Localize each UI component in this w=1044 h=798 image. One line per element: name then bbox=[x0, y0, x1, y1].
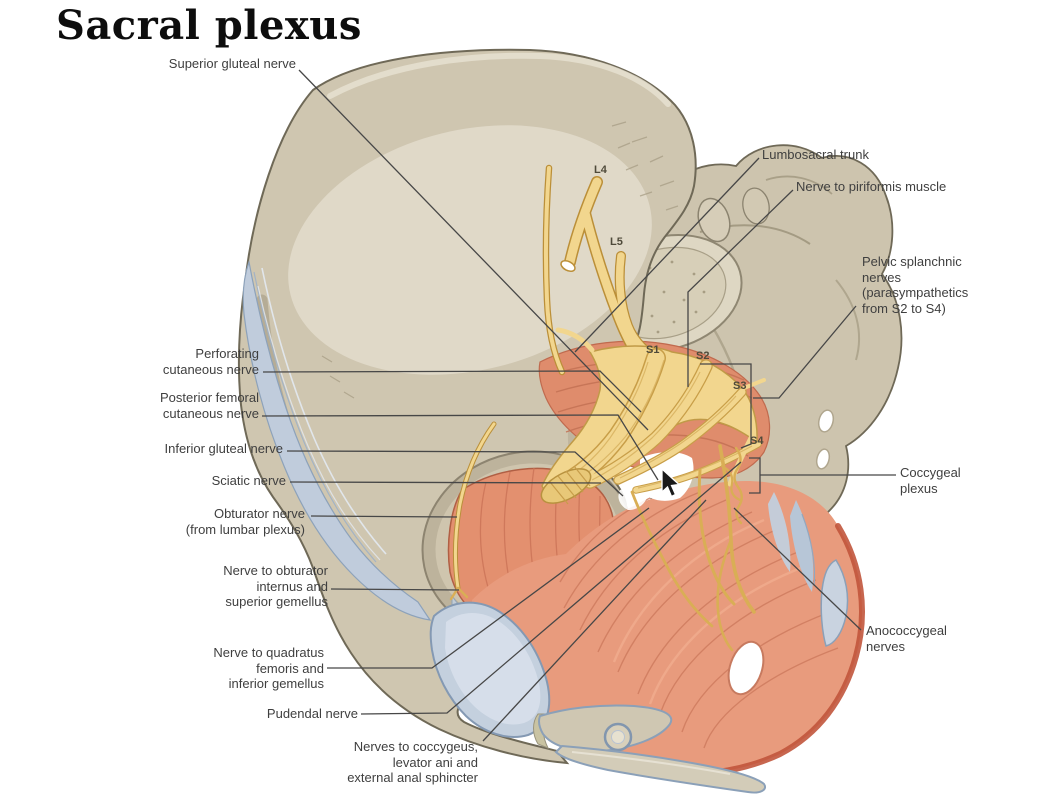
label-superior-gluteal-nerve: Superior gluteal nerve bbox=[168, 56, 296, 71]
leader-nerve-to-piriformis bbox=[688, 190, 793, 387]
iliac-crest-highlight bbox=[330, 56, 668, 104]
obturator-nerve bbox=[456, 424, 494, 588]
descending-branch bbox=[699, 470, 734, 604]
label-perforating-cutaneous-nerve: Perforating cutaneous nerve bbox=[162, 346, 259, 377]
label-nerve-to-quadratus-femoris: Nerve to quadratus femoris and inferior … bbox=[213, 645, 324, 691]
blue-band-striation bbox=[802, 514, 815, 586]
coccygeal-squiggle-2 bbox=[722, 466, 740, 500]
root-label-l5: L5 bbox=[610, 236, 623, 248]
root-label-s4: S4 bbox=[750, 435, 764, 447]
s3-band bbox=[618, 392, 742, 480]
superior-gluteal-stub bbox=[558, 330, 592, 350]
sacral-foramen-1 bbox=[817, 409, 836, 434]
ramus-highlight bbox=[572, 752, 730, 774]
leader-inferior-gluteal bbox=[287, 451, 623, 496]
leader-anococcygeal bbox=[734, 508, 861, 630]
root-label-s3: S3 bbox=[733, 380, 747, 392]
ligament-stripe-3 bbox=[258, 286, 380, 560]
ligament-stripe-2 bbox=[262, 268, 386, 554]
root-label-s1: S1 bbox=[646, 344, 660, 356]
label-obturator-nerve: Obturator nerve (from lumbar plexus) bbox=[185, 506, 305, 537]
coccygeus-blue-band-1 bbox=[768, 492, 791, 572]
root-label-s2: S2 bbox=[696, 350, 710, 362]
s3-stub bbox=[744, 380, 764, 388]
pubic-bone-plate bbox=[539, 705, 671, 751]
label-pelvic-splanchnic-nerves: Pelvic splanchnic nerves (parasympatheti… bbox=[862, 254, 969, 316]
label-anococcygeal-nerves: Anococcygeal nerves bbox=[866, 623, 947, 654]
coccyx-shape bbox=[821, 560, 847, 646]
sacral-foramen-2 bbox=[815, 448, 831, 470]
leader-sciatic bbox=[290, 482, 601, 483]
label-nerves-to-coccygeus: Nerves to coccygeus, levator ani and ext… bbox=[347, 739, 478, 785]
bracket-pelvic-splanchnic bbox=[700, 364, 751, 448]
l5-trunk bbox=[620, 256, 645, 350]
iliac-fossa-highlight bbox=[288, 125, 652, 375]
leader-obturator bbox=[311, 516, 457, 517]
label-sciatic-nerve: Sciatic nerve bbox=[211, 473, 286, 488]
leader-lumbosacral-trunk bbox=[575, 158, 759, 352]
label-inferior-gluteal-nerve: Inferior gluteal nerve bbox=[164, 441, 283, 456]
leader-pelvic-splanchnic bbox=[753, 306, 856, 398]
pubic-plate-hole bbox=[612, 731, 625, 744]
quadratus-branch bbox=[632, 492, 712, 626]
obturator-nerve-fork-2 bbox=[458, 588, 467, 597]
coccygeus-blue-band-2 bbox=[790, 500, 814, 592]
anococcygeal-branch bbox=[718, 540, 732, 650]
bone-texture bbox=[322, 122, 678, 398]
nerves-group bbox=[451, 168, 764, 650]
pelvic-floor-muscles bbox=[472, 480, 863, 775]
pelvic-outlet-bones bbox=[431, 603, 765, 793]
label-nerve-to-obturator-internus: Nerve to obturator internus and superior… bbox=[223, 563, 328, 609]
label-posterior-femoral-cutaneous-nerve: Posterior femoral cutaneous nerve bbox=[160, 390, 259, 421]
cut-nerve-stump bbox=[559, 259, 576, 274]
leader-perforating-cutaneous bbox=[263, 371, 641, 412]
lumbosacral-trunk-nerve bbox=[585, 212, 632, 346]
ischiopubic-ramus-shape bbox=[556, 746, 765, 793]
label-coccygeal-plexus: Coccygeal plexus bbox=[900, 465, 961, 496]
label-lumbosacral-trunk: Lumbosacral trunk bbox=[762, 147, 869, 162]
leader-posterior-femoral bbox=[262, 415, 658, 480]
leader-lines bbox=[262, 70, 896, 741]
l4-trunk bbox=[570, 182, 597, 262]
root-label-l4: L4 bbox=[594, 164, 607, 176]
leader-superior-gluteal bbox=[299, 70, 648, 430]
leader-quadratus-femoris bbox=[327, 508, 649, 668]
s2-band bbox=[590, 366, 706, 482]
page-title: Sacral plexus bbox=[56, 2, 362, 49]
ligament-stripe-1 bbox=[254, 272, 376, 562]
levator-ani-muscle-shape bbox=[472, 480, 863, 775]
foramen-gap-small bbox=[618, 487, 648, 510]
articular-process-1 bbox=[693, 194, 735, 245]
sacrum-ridge-3 bbox=[836, 280, 859, 360]
nerve-cores bbox=[546, 168, 645, 372]
label-pudendal-nerve: Pudendal nerve bbox=[266, 706, 358, 721]
leader-obturator-internus bbox=[331, 589, 459, 590]
thin-lumbar-nerve bbox=[546, 168, 562, 372]
mouse-cursor-icon[interactable] bbox=[662, 469, 679, 497]
label-nerve-to-piriformis: Nerve to piriformis muscle bbox=[796, 179, 947, 194]
leader-pudendal bbox=[361, 462, 741, 714]
leader-nerves-to-coccygeus bbox=[483, 500, 706, 741]
sacrum-ridge-4 bbox=[766, 176, 832, 194]
sacrotuberous-ligament bbox=[243, 262, 430, 620]
muscle-red-rim bbox=[672, 526, 862, 774]
muscle-hole bbox=[722, 637, 769, 698]
sacrotuberous-ligament-shape bbox=[243, 262, 430, 620]
